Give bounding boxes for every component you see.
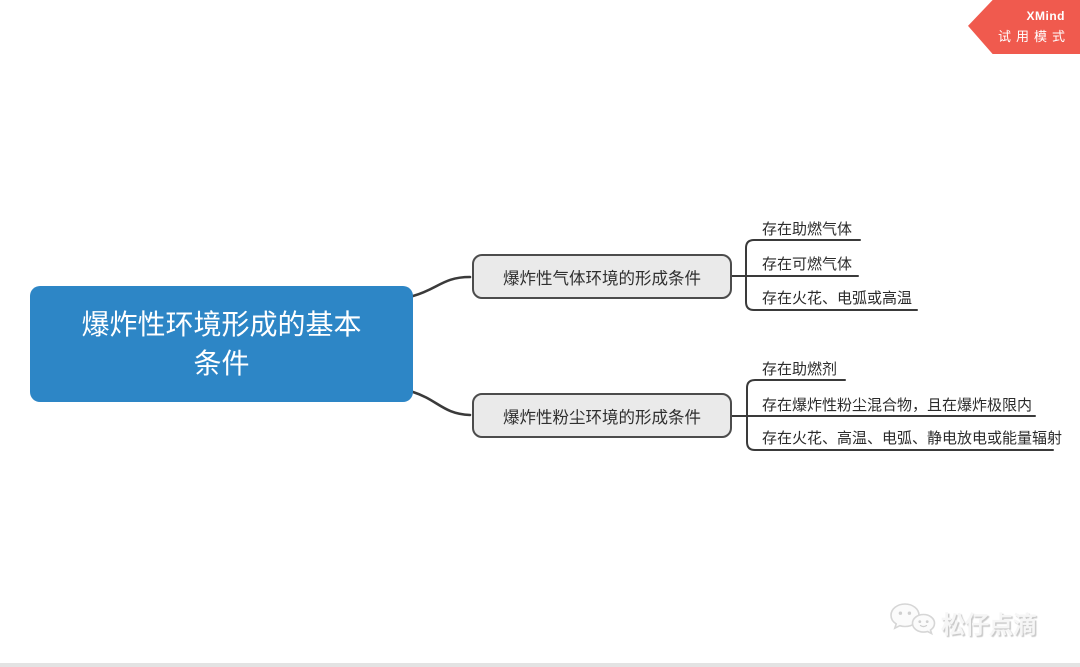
- watermark-text: 松仔点滴: [941, 612, 1037, 639]
- leaf-topic-dust-1[interactable]: 存在助燃剂: [762, 361, 838, 378]
- branch-topic-gas-label: 爆炸性气体环境的形成条件: [503, 269, 701, 288]
- wechat-chat-bubbles-icon: [888, 601, 936, 644]
- leaf-topic-dust-3[interactable]: 存在火花、高温、电弧、静电放电或能量辐射: [762, 430, 1063, 447]
- root-topic[interactable]: 爆炸性环境形成的基本 条件: [30, 286, 413, 402]
- leaf-topic-gas-2[interactable]: 存在可燃气体: [762, 256, 853, 273]
- connector-root-to-gas-branch: [411, 275, 472, 298]
- xmind-trial-ribbon[interactable]: XMind 试用模式: [968, 0, 1080, 54]
- branch-topic-dust-label: 爆炸性粉尘环境的形成条件: [503, 408, 701, 427]
- connector-root-to-dust-branch: [411, 390, 472, 417]
- root-topic-label: 爆炸性环境形成的基本 条件: [81, 309, 362, 379]
- bottom-edge-strip: [0, 663, 1080, 667]
- leaf-topic-dust-2[interactable]: 存在爆炸性粉尘混合物，且在爆炸极限内: [762, 397, 1033, 414]
- branch-topic-gas-environment[interactable]: 爆炸性气体环境的形成条件: [472, 254, 732, 299]
- branch-topic-dust-environment[interactable]: 爆炸性粉尘环境的形成条件: [472, 393, 732, 438]
- watermark: 松仔点滴: [888, 601, 1037, 644]
- leaf-topic-gas-1[interactable]: 存在助燃气体: [762, 221, 853, 238]
- trial-mode-label: 试用模式: [997, 29, 1070, 44]
- xmind-brand-label: XMind: [1026, 9, 1065, 23]
- leaf-topic-gas-3[interactable]: 存在火花、电弧或高温: [762, 290, 913, 307]
